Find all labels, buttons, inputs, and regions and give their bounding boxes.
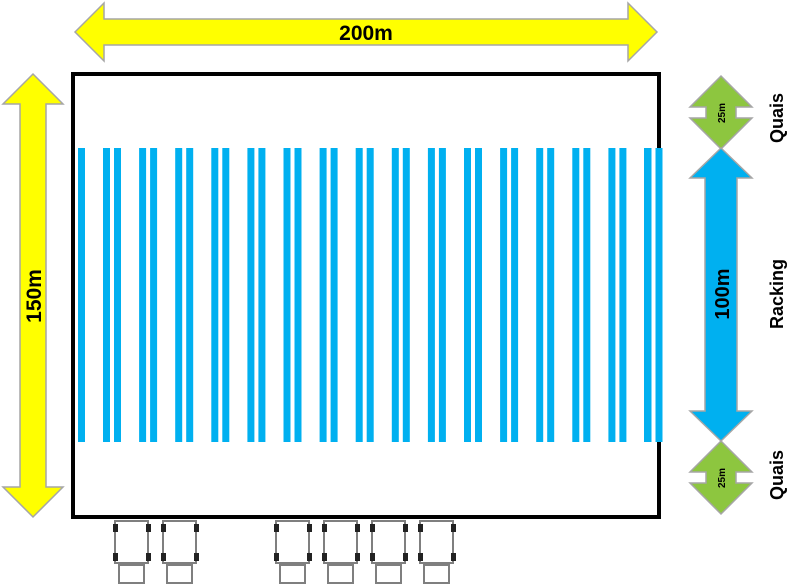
top-dock-depth-label: 25m [717, 103, 728, 123]
truck-wheel [403, 553, 408, 561]
truck-trailer [114, 520, 149, 564]
height-arrow-shape [1, 72, 65, 519]
truck-wheel [322, 553, 327, 561]
truck-trailer [419, 520, 454, 564]
truck-wheel [418, 524, 423, 532]
racking-depth-arrow: 100m [688, 146, 754, 443]
truck-cab [423, 564, 450, 584]
racking-bar [366, 148, 374, 442]
truck-wheel [146, 553, 151, 561]
truck-wheel [274, 553, 279, 561]
bottom-dock-depth-arrow: 25m [688, 439, 754, 516]
warehouse-building [71, 72, 661, 519]
loading-docks-trucks [113, 520, 456, 584]
racking-bar [186, 148, 194, 442]
truck-wheel [113, 524, 118, 532]
racking-bar [283, 148, 291, 442]
racking-bar [464, 148, 471, 442]
truck-wheel [451, 553, 456, 561]
truck-wheel [418, 553, 423, 561]
truck-trailer [371, 520, 406, 564]
racking-bar [655, 148, 663, 442]
truck-wheel [274, 524, 279, 532]
truck-wheel [370, 553, 375, 561]
racking-bar [511, 148, 519, 442]
truck [274, 520, 312, 584]
racking-area [78, 148, 663, 442]
truck-wheel [370, 524, 375, 532]
racking-bar [247, 148, 255, 442]
width-label: 200m [339, 22, 393, 45]
racking-bar [103, 148, 110, 442]
top-dock-depth-arrow: 25m [688, 74, 754, 151]
width-arrow-shape [73, 1, 659, 63]
racking-bar [500, 148, 508, 442]
truck-cab [166, 564, 193, 584]
racking-bar [211, 148, 219, 442]
truck-wheel [113, 553, 118, 561]
racking-bar [330, 148, 338, 442]
height-dimension-arrow: 150m [1, 72, 65, 519]
truck [113, 520, 151, 584]
racking-bar [355, 148, 363, 442]
truck-wheel [307, 524, 312, 532]
truck [370, 520, 408, 584]
truck-wheel [161, 553, 166, 561]
racking-bar-single [78, 148, 85, 442]
truck-cab [279, 564, 306, 584]
racking-bar [427, 148, 435, 442]
top-dock-zone-label: Quais [767, 93, 787, 143]
truck [161, 520, 199, 584]
racking-bar [114, 148, 121, 442]
racking-bar [150, 148, 158, 442]
racking-bar [175, 148, 183, 442]
height-label: 150m [23, 269, 46, 323]
racking-bar [139, 148, 147, 442]
truck-wheel [307, 553, 312, 561]
width-dimension-arrow: 200m [73, 1, 659, 63]
truck-wheel [355, 524, 360, 532]
truck-wheel [194, 553, 199, 561]
racking-bar [438, 148, 446, 442]
bottom-dock-depth-label: 25m [717, 468, 728, 488]
truck-cab [375, 564, 402, 584]
racking-bar [258, 148, 266, 442]
truck-wheel [194, 524, 199, 532]
truck [418, 520, 456, 584]
racking-bar [608, 148, 616, 442]
racking-depth-label: 100m [712, 268, 734, 319]
truck-trailer [162, 520, 197, 564]
racking-zone-label: Racking [767, 259, 787, 329]
truck-wheel [403, 524, 408, 532]
truck-trailer [323, 520, 358, 564]
bottom-dock-arrow-shape [688, 439, 754, 516]
truck-wheel [355, 553, 360, 561]
racking-bar [391, 148, 399, 442]
racking-bar [475, 148, 482, 442]
racking-bar-single [644, 148, 651, 442]
truck-cab [118, 564, 145, 584]
bottom-dock-zone-label: Quais [767, 450, 787, 500]
racking-bar [619, 148, 627, 442]
racking-bar [222, 148, 230, 442]
truck-wheel [161, 524, 166, 532]
racking-bar [583, 148, 591, 442]
truck-wheel [146, 524, 151, 532]
truck-cab [327, 564, 354, 584]
racking-bar [294, 148, 302, 442]
racking-bar [536, 148, 544, 442]
racking-bar [402, 148, 410, 442]
truck-wheel [322, 524, 327, 532]
racking-bar [572, 148, 580, 442]
racking-bar [547, 148, 555, 442]
racking-bar [319, 148, 327, 442]
truck [322, 520, 360, 584]
truck-trailer [275, 520, 310, 564]
truck-wheel [451, 524, 456, 532]
